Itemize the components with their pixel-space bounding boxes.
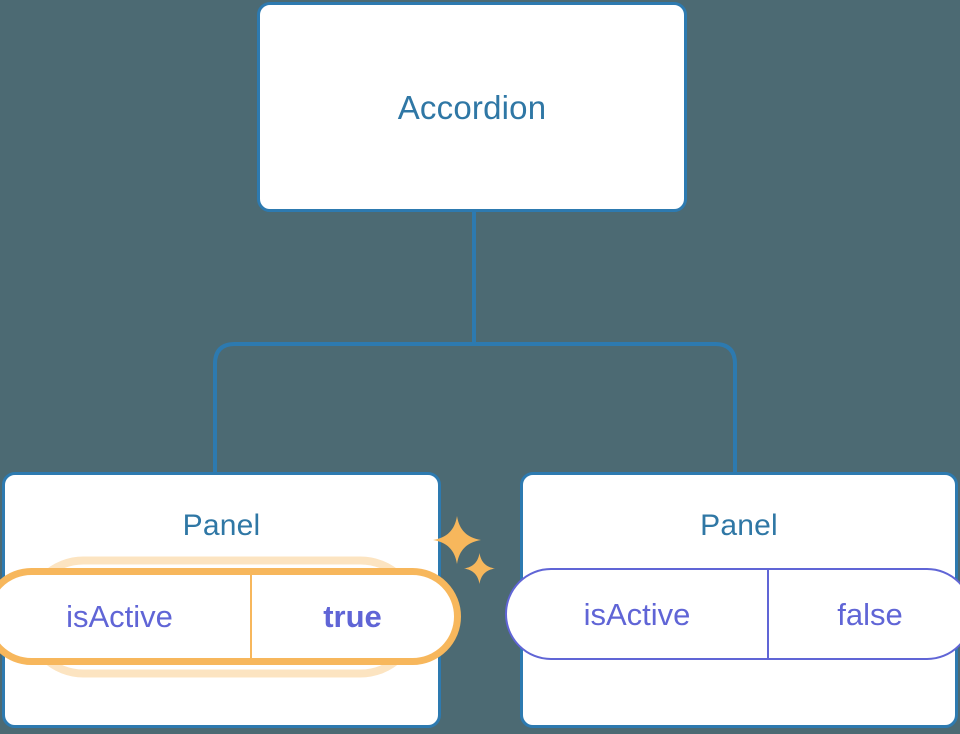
- prop-pill-isactive[interactable]: isActive true: [0, 568, 461, 665]
- connector-branches: [213, 342, 737, 472]
- node-panel-2[interactable]: Panel isActive false: [505, 472, 960, 728]
- node-title: Panel: [182, 509, 261, 542]
- sparkle-icon: [463, 553, 495, 584]
- prop-pill-wrapper: isActive false: [505, 568, 960, 660]
- node-title: Accordion: [397, 88, 547, 126]
- prop-key: isActive: [583, 596, 691, 632]
- prop-value: true: [249, 575, 454, 658]
- node-title: Panel: [700, 509, 778, 542]
- node-panel-1[interactable]: Panel isActive true: [0, 472, 495, 728]
- prop-pill-isactive[interactable]: isActive false: [505, 568, 960, 660]
- node-accordion[interactable]: Accordion: [257, 2, 687, 212]
- prop-key: isActive: [66, 599, 173, 634]
- sparkle-icon: [432, 516, 481, 564]
- prop-pill-wrapper: isActive true: [0, 516, 495, 677]
- prop-value: false: [767, 570, 960, 658]
